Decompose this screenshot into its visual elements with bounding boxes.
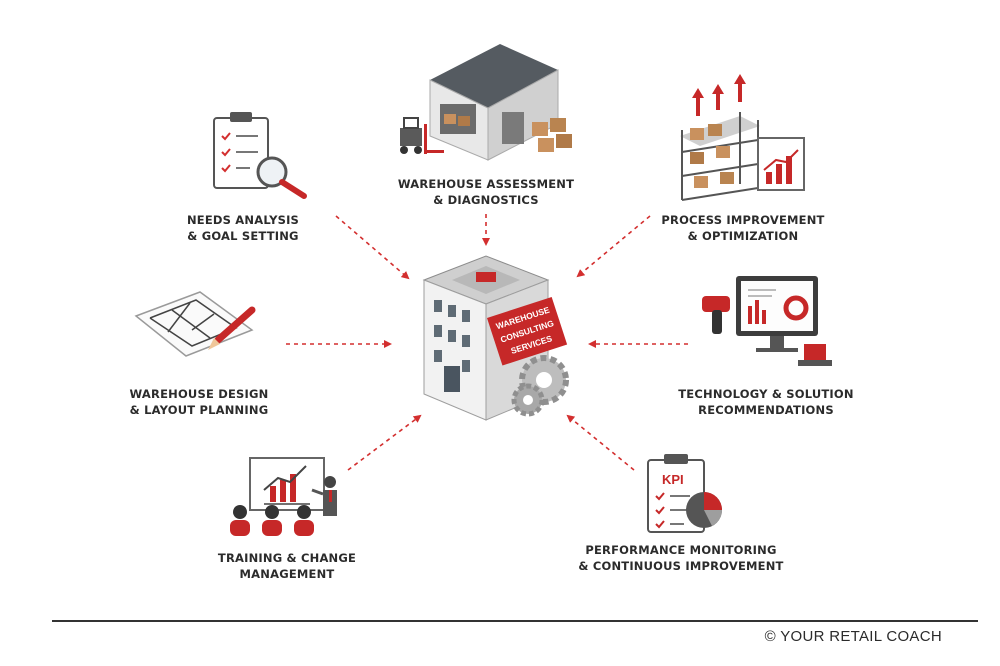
label-process: PROCESS IMPROVEMENT& OPTIMIZATION: [661, 213, 825, 243]
clipboard-checklist-icon: [213, 112, 307, 199]
arrow-process: [576, 215, 651, 278]
barcode-scanner-icon: [702, 296, 730, 334]
warehouse-icon: [400, 44, 572, 161]
door-icon: [444, 366, 460, 392]
package-icon: [798, 344, 832, 366]
footer-divider: [52, 620, 978, 622]
label-design: WAREHOUSE DESIGN& LAYOUT PLANNING: [129, 387, 269, 417]
connector-arrows: [286, 214, 688, 471]
pie-chart-icon: [686, 492, 722, 528]
magnifier-icon: [256, 156, 307, 199]
blueprint-pencil-icon: [134, 291, 256, 357]
label-assessment: WAREHOUSE ASSESSMENT& DIAGNOSTICS: [397, 177, 575, 207]
kpi-clipboard-icon: KPI: [647, 454, 722, 533]
hub-building: WAREHOUSE CONSULTING SERVICES: [422, 255, 569, 421]
copyright-text: © YOUR RETAIL COACH: [764, 628, 942, 645]
gear-icon: [511, 355, 569, 417]
kpi-label: KPI: [662, 472, 684, 487]
arrow-training: [347, 414, 422, 471]
presentation-icon: [230, 457, 337, 536]
pencil-icon: [208, 306, 256, 350]
scanner-monitor-icon: [702, 276, 832, 366]
presenter-icon: [311, 476, 337, 516]
label-performance: PERFORMANCE MONITORING& CONTINUOUS IMPRO…: [578, 543, 784, 573]
shelving-growth-icon: [680, 74, 805, 201]
label-needs: NEEDS ANALYSIS& GOAL SETTING: [186, 213, 300, 243]
arrow-needs: [335, 215, 410, 280]
arrow-performance: [566, 414, 635, 471]
audience-icon: [230, 505, 314, 536]
hub-sign: WAREHOUSE CONSULTING SERVICES: [487, 296, 568, 366]
